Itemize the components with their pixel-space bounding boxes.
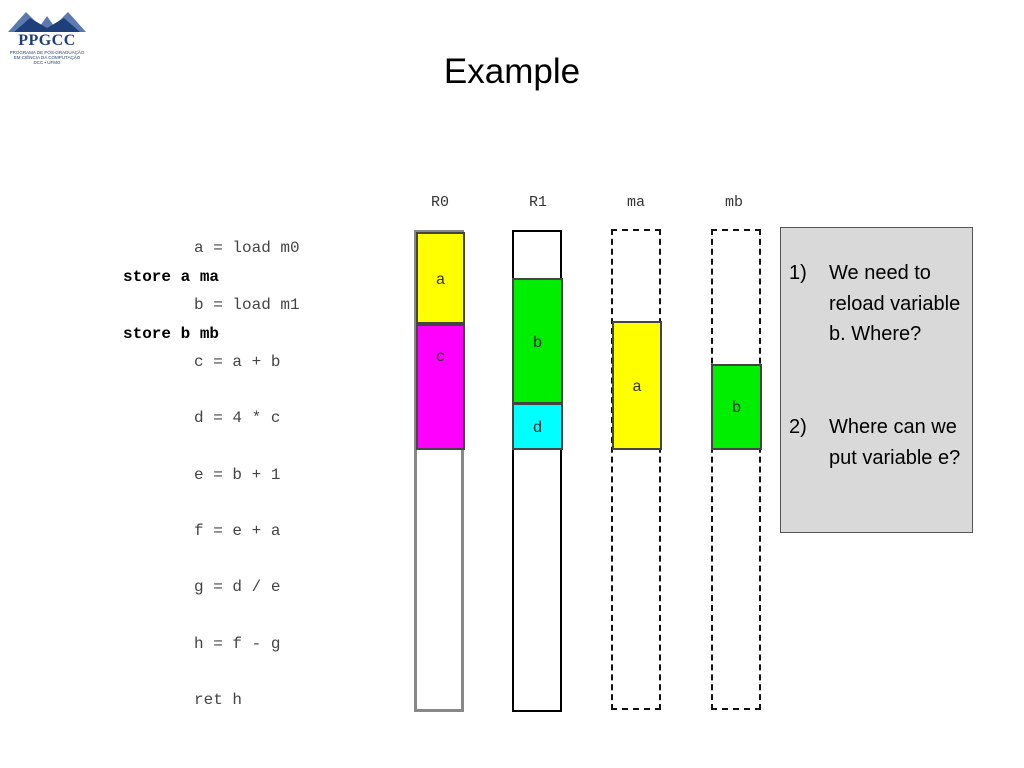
column-header-ma: ma — [626, 194, 645, 211]
block-r1-d: d — [512, 403, 563, 450]
memory-column-ma — [611, 229, 661, 710]
logo-emblem-icon — [8, 12, 86, 32]
code-line: d = 4 * c — [194, 409, 281, 427]
block-r1-b: b — [512, 278, 563, 404]
code-line: g = d / e — [194, 578, 281, 596]
code-line: store a ma — [123, 268, 220, 286]
logo-line-1: PROGRAMA DE PÓS-GRADUAÇÃO — [9, 50, 85, 55]
ppgcc-logo: PPGCC PROGRAMA DE PÓS-GRADUAÇÃO EM CIÊNC… — [4, 6, 90, 65]
questions-box: 1) We need to reload variable b. Where? … — [780, 227, 973, 533]
column-header-r1: R1 — [528, 194, 547, 211]
block-mb-b: b — [711, 364, 762, 450]
column-header-r0: R0 — [430, 194, 449, 211]
block-r0-c: c — [416, 324, 465, 450]
block-r0-a: a — [416, 232, 465, 324]
code-line: ret h — [194, 691, 243, 709]
code-line: a = load m0 — [194, 239, 300, 257]
code-line: c = a + b — [194, 353, 281, 371]
question-item: 2) Where can we put variable e? — [789, 412, 969, 507]
block-ma-a: a — [612, 321, 662, 450]
code-line: b = load m1 — [194, 296, 300, 314]
logo-line-2: EM CIÊNCIA DA COMPUTAÇÃO — [13, 55, 81, 60]
question-text: Where can we put variable e? — [829, 416, 961, 469]
question-number: 1) — [789, 262, 807, 284]
page-title: Example — [443, 52, 581, 91]
register-column-r0 — [414, 230, 464, 712]
logo-line-3: DCC • UFMG — [33, 60, 61, 65]
register-column-r1 — [512, 230, 562, 712]
question-text: We need to reload variable b. Where? — [829, 262, 961, 345]
question-number: 2) — [789, 416, 807, 438]
code-line: f = e + a — [194, 522, 281, 540]
memory-column-mb — [711, 229, 761, 710]
column-header-mb: mb — [724, 194, 743, 211]
question-item: 1) We need to reload variable b. Where? — [789, 258, 969, 383]
code-line: e = b + 1 — [194, 466, 281, 484]
code-line: h = f - g — [194, 635, 281, 653]
code-line: store b mb — [123, 325, 220, 343]
logo-name: PPGCC — [18, 32, 76, 49]
